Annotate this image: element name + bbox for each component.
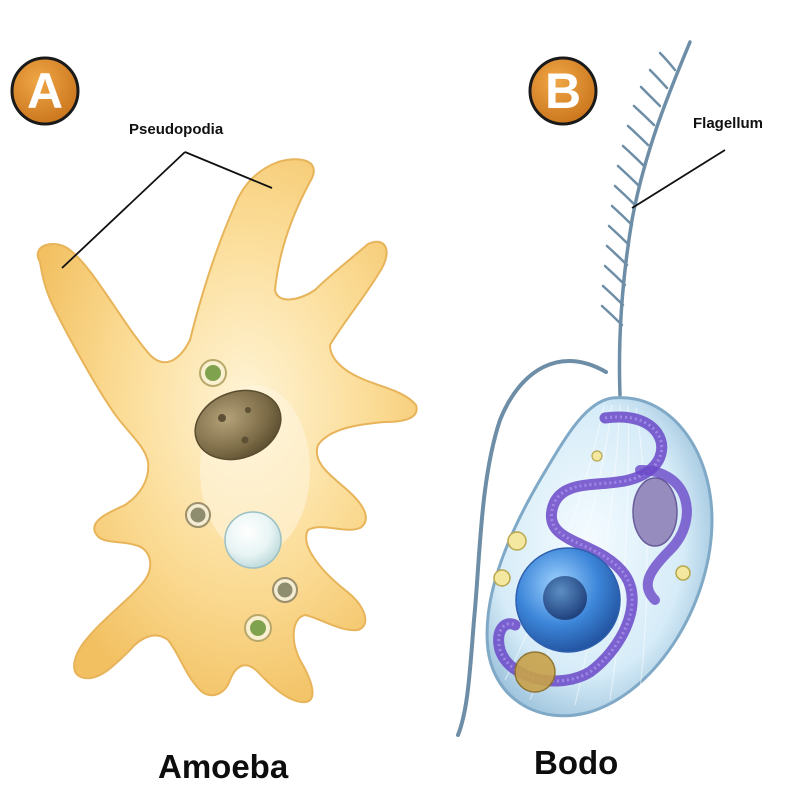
mastigonemes (600, 51, 677, 327)
food-vacuole (199, 359, 227, 387)
nucleus-dot (245, 407, 251, 413)
flagellum-label: Flagellum (693, 115, 764, 132)
bodo-granule (507, 531, 527, 551)
bodo-granule (675, 565, 691, 581)
bodo-granule (493, 569, 511, 587)
chromatin-strand (497, 415, 664, 683)
amoeba-caption: Amoeba (158, 748, 289, 785)
badge-a-circle (10, 56, 80, 126)
panel-a-badge: A (26, 63, 64, 119)
bodo-vacuole (632, 477, 678, 547)
pseudopodia-label: Pseudopodia (129, 121, 224, 138)
anterior-flagellum (617, 40, 692, 397)
trailing-flagellum (456, 359, 608, 737)
food-vacuole (185, 502, 211, 528)
amoeba-nucleus (194, 389, 282, 461)
food-vacuole (272, 577, 298, 603)
bodo-food-vacuole (514, 651, 556, 693)
amoeba-vacuole (224, 511, 282, 569)
chromatin-strand (635, 465, 692, 605)
flagellum-leader-line (631, 149, 726, 209)
pseudopodia-leader-line (184, 151, 273, 189)
bodo-nucleolus (543, 576, 587, 620)
nucleus-dot (241, 436, 249, 444)
bodo-caption: Bodo (534, 744, 619, 781)
panel-b-badge: B (544, 63, 582, 119)
badge-b-circle (528, 56, 598, 126)
nucleus-dot (218, 414, 226, 422)
food-vacuole (244, 614, 272, 642)
pseudopodia-leader-line (61, 151, 186, 269)
bodo-granule (591, 450, 603, 462)
